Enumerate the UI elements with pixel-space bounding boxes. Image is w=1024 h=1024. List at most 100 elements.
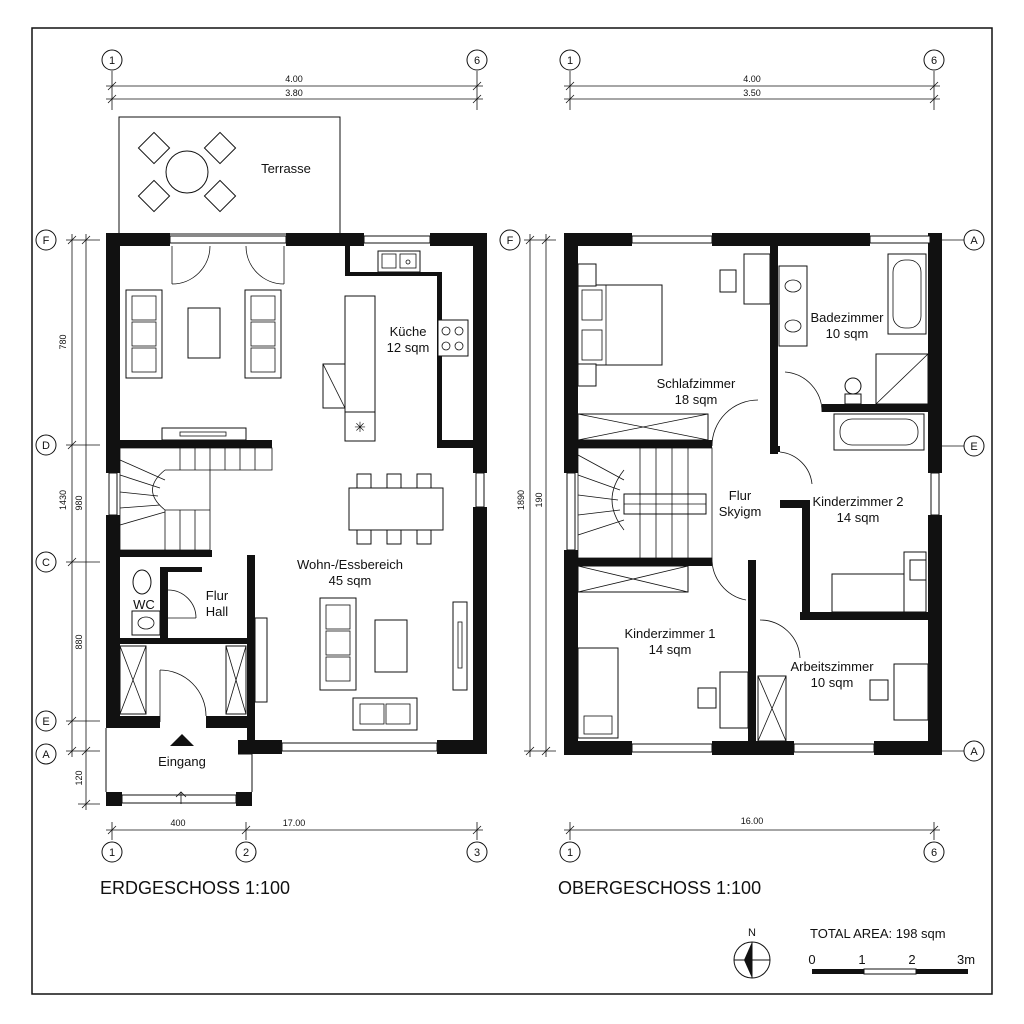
upper-floor-title: OBERGESCHOSS 1:100 — [558, 878, 761, 898]
bathroom-area: 10 sqm — [826, 326, 869, 341]
terrace: Terrasse — [118, 116, 341, 235]
upper-top-dimension: 4.00 3.50 — [564, 71, 940, 110]
upper-floor-plan: 4.00 3.50 1 6 — [499, 49, 985, 898]
kitchen-furniture: ✳ Küche 12 sqm — [322, 250, 469, 442]
svg-text:C: C — [42, 557, 50, 569]
living-area: 45 sqm — [329, 573, 372, 588]
svg-text:1: 1 — [109, 847, 115, 859]
bathroom-furniture: Badezimmer 10 sqm — [778, 253, 929, 451]
svg-text:A: A — [970, 746, 978, 758]
upper-axis-top-6: 6 — [923, 49, 945, 71]
ground-dim-left-mid: 980 — [74, 495, 84, 510]
upper-axis-right-A-bottom: A — [942, 740, 985, 762]
upper-dim-bottom-total: 16.00 — [741, 816, 764, 826]
kids-room-1-area: 14 sqm — [649, 642, 692, 657]
svg-text:D: D — [42, 440, 50, 452]
upper-axis-bottom-1: 1 — [559, 841, 581, 863]
kitchen-name: Küche — [390, 324, 427, 339]
living-furniture-bottom: Wohn-/Essbereich 45 sqm — [254, 557, 468, 731]
scale-bar: 0 1 2 3m — [808, 952, 975, 975]
ground-axis-bottom-3: 3 — [466, 841, 488, 863]
upper-hall-label-2: Skyigm — [719, 504, 762, 519]
kids-room-1-furniture: Kinderzimmer 1 14 sqm — [577, 565, 749, 739]
upper-exterior-walls — [564, 233, 942, 755]
kids-room-2-furniture: Kinderzimmer 2 14 sqm — [812, 494, 927, 613]
wc-label: WC — [133, 597, 155, 612]
svg-text:A: A — [970, 235, 978, 247]
svg-text:6: 6 — [474, 55, 480, 67]
svg-text:2: 2 — [243, 847, 249, 859]
scale-label-3: 3m — [957, 952, 975, 967]
ground-staircase — [119, 447, 273, 551]
svg-text:3: 3 — [474, 847, 480, 859]
scale-label-2: 2 — [908, 952, 915, 967]
ground-windows — [108, 235, 485, 804]
living-name: Wohn-/Essbereich — [297, 557, 403, 572]
entrance: Eingang — [105, 669, 253, 804]
terrace-label: Terrasse — [261, 161, 311, 176]
living-furniture-top — [125, 289, 282, 441]
ground-dim-left-bottom: 120 — [74, 770, 84, 785]
upper-dim-left-total: 1890 — [516, 490, 526, 510]
bedroom-furniture: Schlafzimmer 18 sqm — [577, 253, 771, 441]
ground-axis-F: F — [35, 229, 57, 251]
svg-text:1: 1 — [567, 847, 573, 859]
svg-text:A: A — [42, 749, 50, 761]
ground-axis-top-1: 1 — [101, 49, 123, 71]
ground-dim-top-inner: 3.80 — [285, 88, 303, 98]
ground-dim-left-lower: 880 — [74, 634, 84, 649]
total-area-label: TOTAL AREA: 198 sqm — [810, 926, 946, 941]
upper-bottom-dimension: 16.00 — [564, 816, 940, 840]
ground-axis-E: E — [35, 710, 57, 732]
terrace-doors — [171, 245, 285, 285]
ground-dim-left-upper: 780 — [58, 334, 68, 349]
ground-floor-title: ERDGESCHOSS 1:100 — [100, 878, 290, 898]
kids-room-2-name: Kinderzimmer 2 — [812, 494, 903, 509]
scale-label-0: 0 — [808, 952, 815, 967]
ground-interior-walls — [120, 244, 473, 745]
upper-staircase — [577, 447, 713, 559]
ground-axis-A: A — [35, 743, 57, 765]
ground-top-dimension: 4.00 3.80 — [106, 71, 483, 110]
upper-windows — [566, 235, 940, 753]
upper-dim-left-inner: 190 — [534, 492, 544, 507]
entrance-label: Eingang — [158, 754, 206, 769]
kitchen-area: 12 sqm — [387, 340, 430, 355]
upper-interior-walls — [578, 244, 928, 745]
north-label: N — [748, 927, 756, 939]
bathroom-name: Badezimmer — [811, 310, 885, 325]
upper-dim-top-inner: 3.50 — [743, 88, 761, 98]
ground-axis-top-6: 6 — [466, 49, 488, 71]
svg-text:F: F — [43, 235, 50, 247]
ground-exterior-walls — [106, 233, 487, 806]
upper-dim-top-outer: 4.00 — [743, 74, 761, 84]
office-area: 10 sqm — [811, 675, 854, 690]
upper-left-dimensions: 1890 190 — [516, 234, 556, 757]
upper-axis-F: F — [499, 229, 521, 251]
upper-hall-doors: Flur Skyigm — [711, 399, 813, 659]
kids-room-2-area: 14 sqm — [837, 510, 880, 525]
dining-table — [348, 473, 444, 545]
ground-dim-bottom-left: 400 — [170, 818, 185, 828]
hall-label-2: Hall — [206, 604, 229, 619]
office-name: Arbeitszimmer — [790, 659, 874, 674]
ground-floor-plan: 4.00 3.80 1 6 Terrasse — [35, 49, 488, 898]
ground-axis-bottom-1: 1 — [101, 841, 123, 863]
north-arrow: N — [733, 927, 771, 979]
ground-left-dimensions: 780 1430 980 880 120 — [58, 234, 100, 810]
ground-wardrobes — [119, 645, 247, 715]
upper-axis-right-E: E — [942, 435, 985, 457]
svg-text:✳: ✳ — [354, 419, 366, 435]
ground-axis-D: D — [35, 434, 57, 456]
upper-hall-label-1: Flur — [729, 488, 752, 503]
svg-text:E: E — [42, 716, 49, 728]
ground-dim-left-total: 1430 — [58, 490, 68, 510]
scale-label-1: 1 — [858, 952, 865, 967]
bedroom-name: Schlafzimmer — [657, 376, 736, 391]
ground-dim-top-outer: 4.00 — [285, 74, 303, 84]
upper-axis-top-1: 1 — [559, 49, 581, 71]
drawing-frame — [31, 27, 993, 995]
kids-room-1-name: Kinderzimmer 1 — [624, 626, 715, 641]
svg-text:6: 6 — [931, 847, 937, 859]
